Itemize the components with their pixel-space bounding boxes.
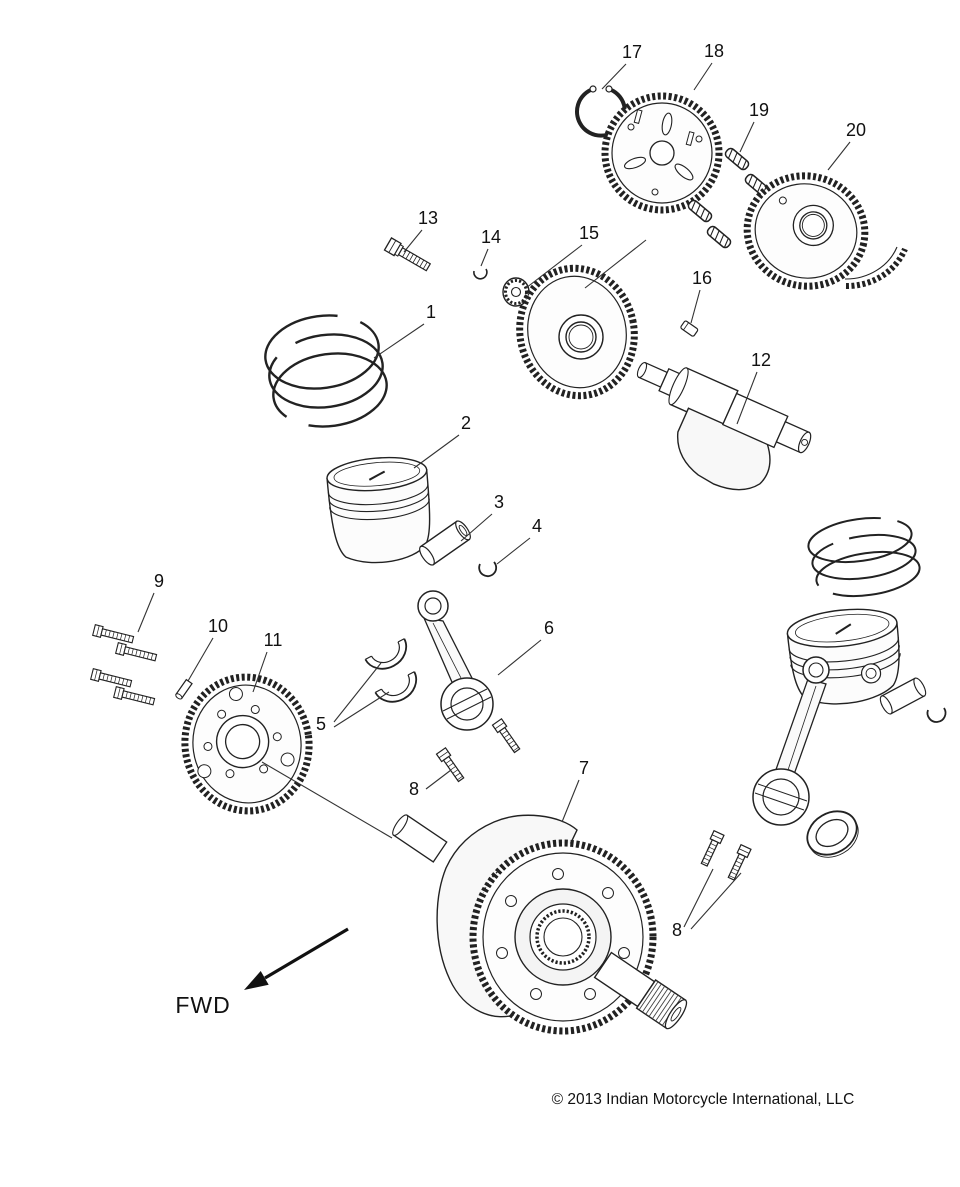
leader-line: [497, 639, 542, 676]
leader-line: [690, 289, 701, 324]
piston-rings-right-drawing: [807, 516, 921, 598]
leader-line: [373, 323, 425, 359]
crank-gear-11-drawing: [181, 673, 313, 815]
bearing-bushing-right-drawing: [806, 810, 859, 858]
fwd-arrow-head: [244, 971, 269, 990]
leader-line: [252, 651, 268, 693]
callout-6: 6: [544, 618, 554, 638]
callout-2: 2: [461, 413, 471, 433]
leader-line: [736, 371, 758, 425]
clip-14-drawing: [473, 268, 488, 280]
balance-gear-20-drawing: [743, 172, 908, 290]
callout-8-right: 8: [672, 920, 682, 940]
callout-4: 4: [532, 516, 542, 536]
cam-gear-15-drawing: [502, 264, 638, 400]
leader-line: [693, 62, 713, 91]
dowel-pin-10-drawing: [175, 678, 193, 700]
leader-line: [561, 779, 580, 823]
fwd-label: FWD: [175, 992, 230, 1018]
fwd-indicator: FWD: [175, 927, 349, 1018]
callout-3: 3: [494, 492, 504, 512]
callout-12: 12: [751, 350, 771, 370]
leader-line: [601, 63, 627, 90]
leader-line: [460, 513, 493, 542]
leader-line: [261, 761, 393, 839]
leader-line: [525, 244, 583, 289]
callout-14: 14: [481, 227, 501, 247]
leader-line: [827, 141, 851, 171]
wrist-pin-right-drawing: [879, 677, 927, 715]
leader-line: [584, 239, 647, 289]
leader-line: [187, 637, 214, 682]
callout-16: 16: [692, 268, 712, 288]
snap-ring-17-drawing: [575, 85, 627, 138]
leader-line: [739, 121, 755, 153]
rod-bolts-8-right-drawing: [700, 829, 752, 881]
callout-8-left: 8: [409, 779, 419, 799]
callout-1: 1: [426, 302, 436, 322]
crank-half-12-drawing: [636, 361, 812, 491]
callout-11: 11: [264, 630, 283, 650]
callout-19: 19: [749, 100, 769, 120]
key-16-drawing: [680, 320, 699, 337]
leader-line: [403, 229, 423, 253]
bolts-9-drawing: [90, 623, 158, 706]
callout-9: 9: [154, 571, 164, 591]
callout-labels: 1 2 3 4 5 6 7 8 8 9 10 11 12 13 14 15 16…: [154, 41, 866, 940]
rod-bolts-8-left-drawing: [435, 718, 521, 783]
piston-2-drawing: [326, 456, 431, 564]
callout-13: 13: [418, 208, 438, 228]
callout-10: 10: [208, 616, 228, 636]
callout-18: 18: [704, 41, 724, 61]
leader-line: [683, 868, 714, 928]
circlip-4-drawing: [478, 561, 498, 578]
leader-lines: [137, 62, 851, 930]
leader-line: [413, 434, 460, 469]
piston-rings-1-drawing: [264, 314, 388, 428]
circlip-right-drawing: [926, 707, 947, 723]
leader-line: [480, 248, 489, 267]
connecting-rod-6-drawing: [417, 590, 494, 731]
leader-line: [333, 662, 382, 723]
leader-line: [425, 769, 452, 790]
leader-line: [333, 691, 390, 728]
fwd-arrow-shaft: [264, 927, 349, 980]
bearing-shells-5-drawing: [364, 638, 417, 703]
connecting-rod-right-drawing: [752, 656, 830, 826]
bolt-13-drawing: [383, 237, 432, 272]
crankshaft-7-drawing: [392, 814, 688, 1035]
callout-20: 20: [846, 120, 866, 140]
leader-line: [496, 537, 531, 565]
leader-line: [690, 872, 742, 930]
leader-line: [137, 592, 155, 633]
callout-15: 15: [579, 223, 599, 243]
wrist-pin-3-drawing: [419, 520, 471, 566]
callout-7: 7: [579, 758, 589, 778]
callout-17: 17: [622, 42, 642, 62]
copyright-text: © 2013 Indian Motorcycle International, …: [552, 1091, 855, 1108]
callout-5: 5: [316, 714, 326, 734]
cam-gear-18-drawing: [601, 92, 723, 214]
